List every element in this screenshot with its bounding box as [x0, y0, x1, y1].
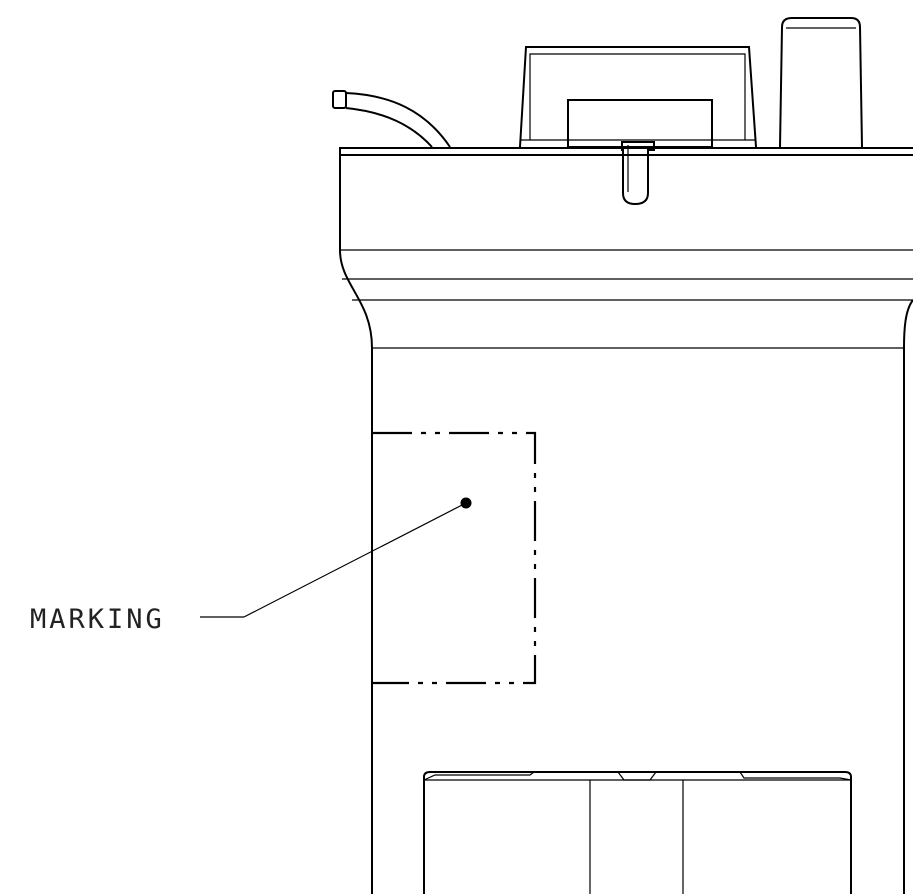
marking-label: MARKING	[30, 604, 165, 635]
lower-compartment	[423, 771, 852, 894]
upper-body	[339, 155, 913, 894]
top-cap	[779, 17, 863, 148]
marking-area	[372, 431, 537, 685]
lid-rim	[339, 147, 913, 156]
top-fixture	[519, 46, 757, 148]
latch	[621, 141, 655, 206]
marking-leader	[200, 497, 472, 618]
cable	[332, 90, 451, 148]
